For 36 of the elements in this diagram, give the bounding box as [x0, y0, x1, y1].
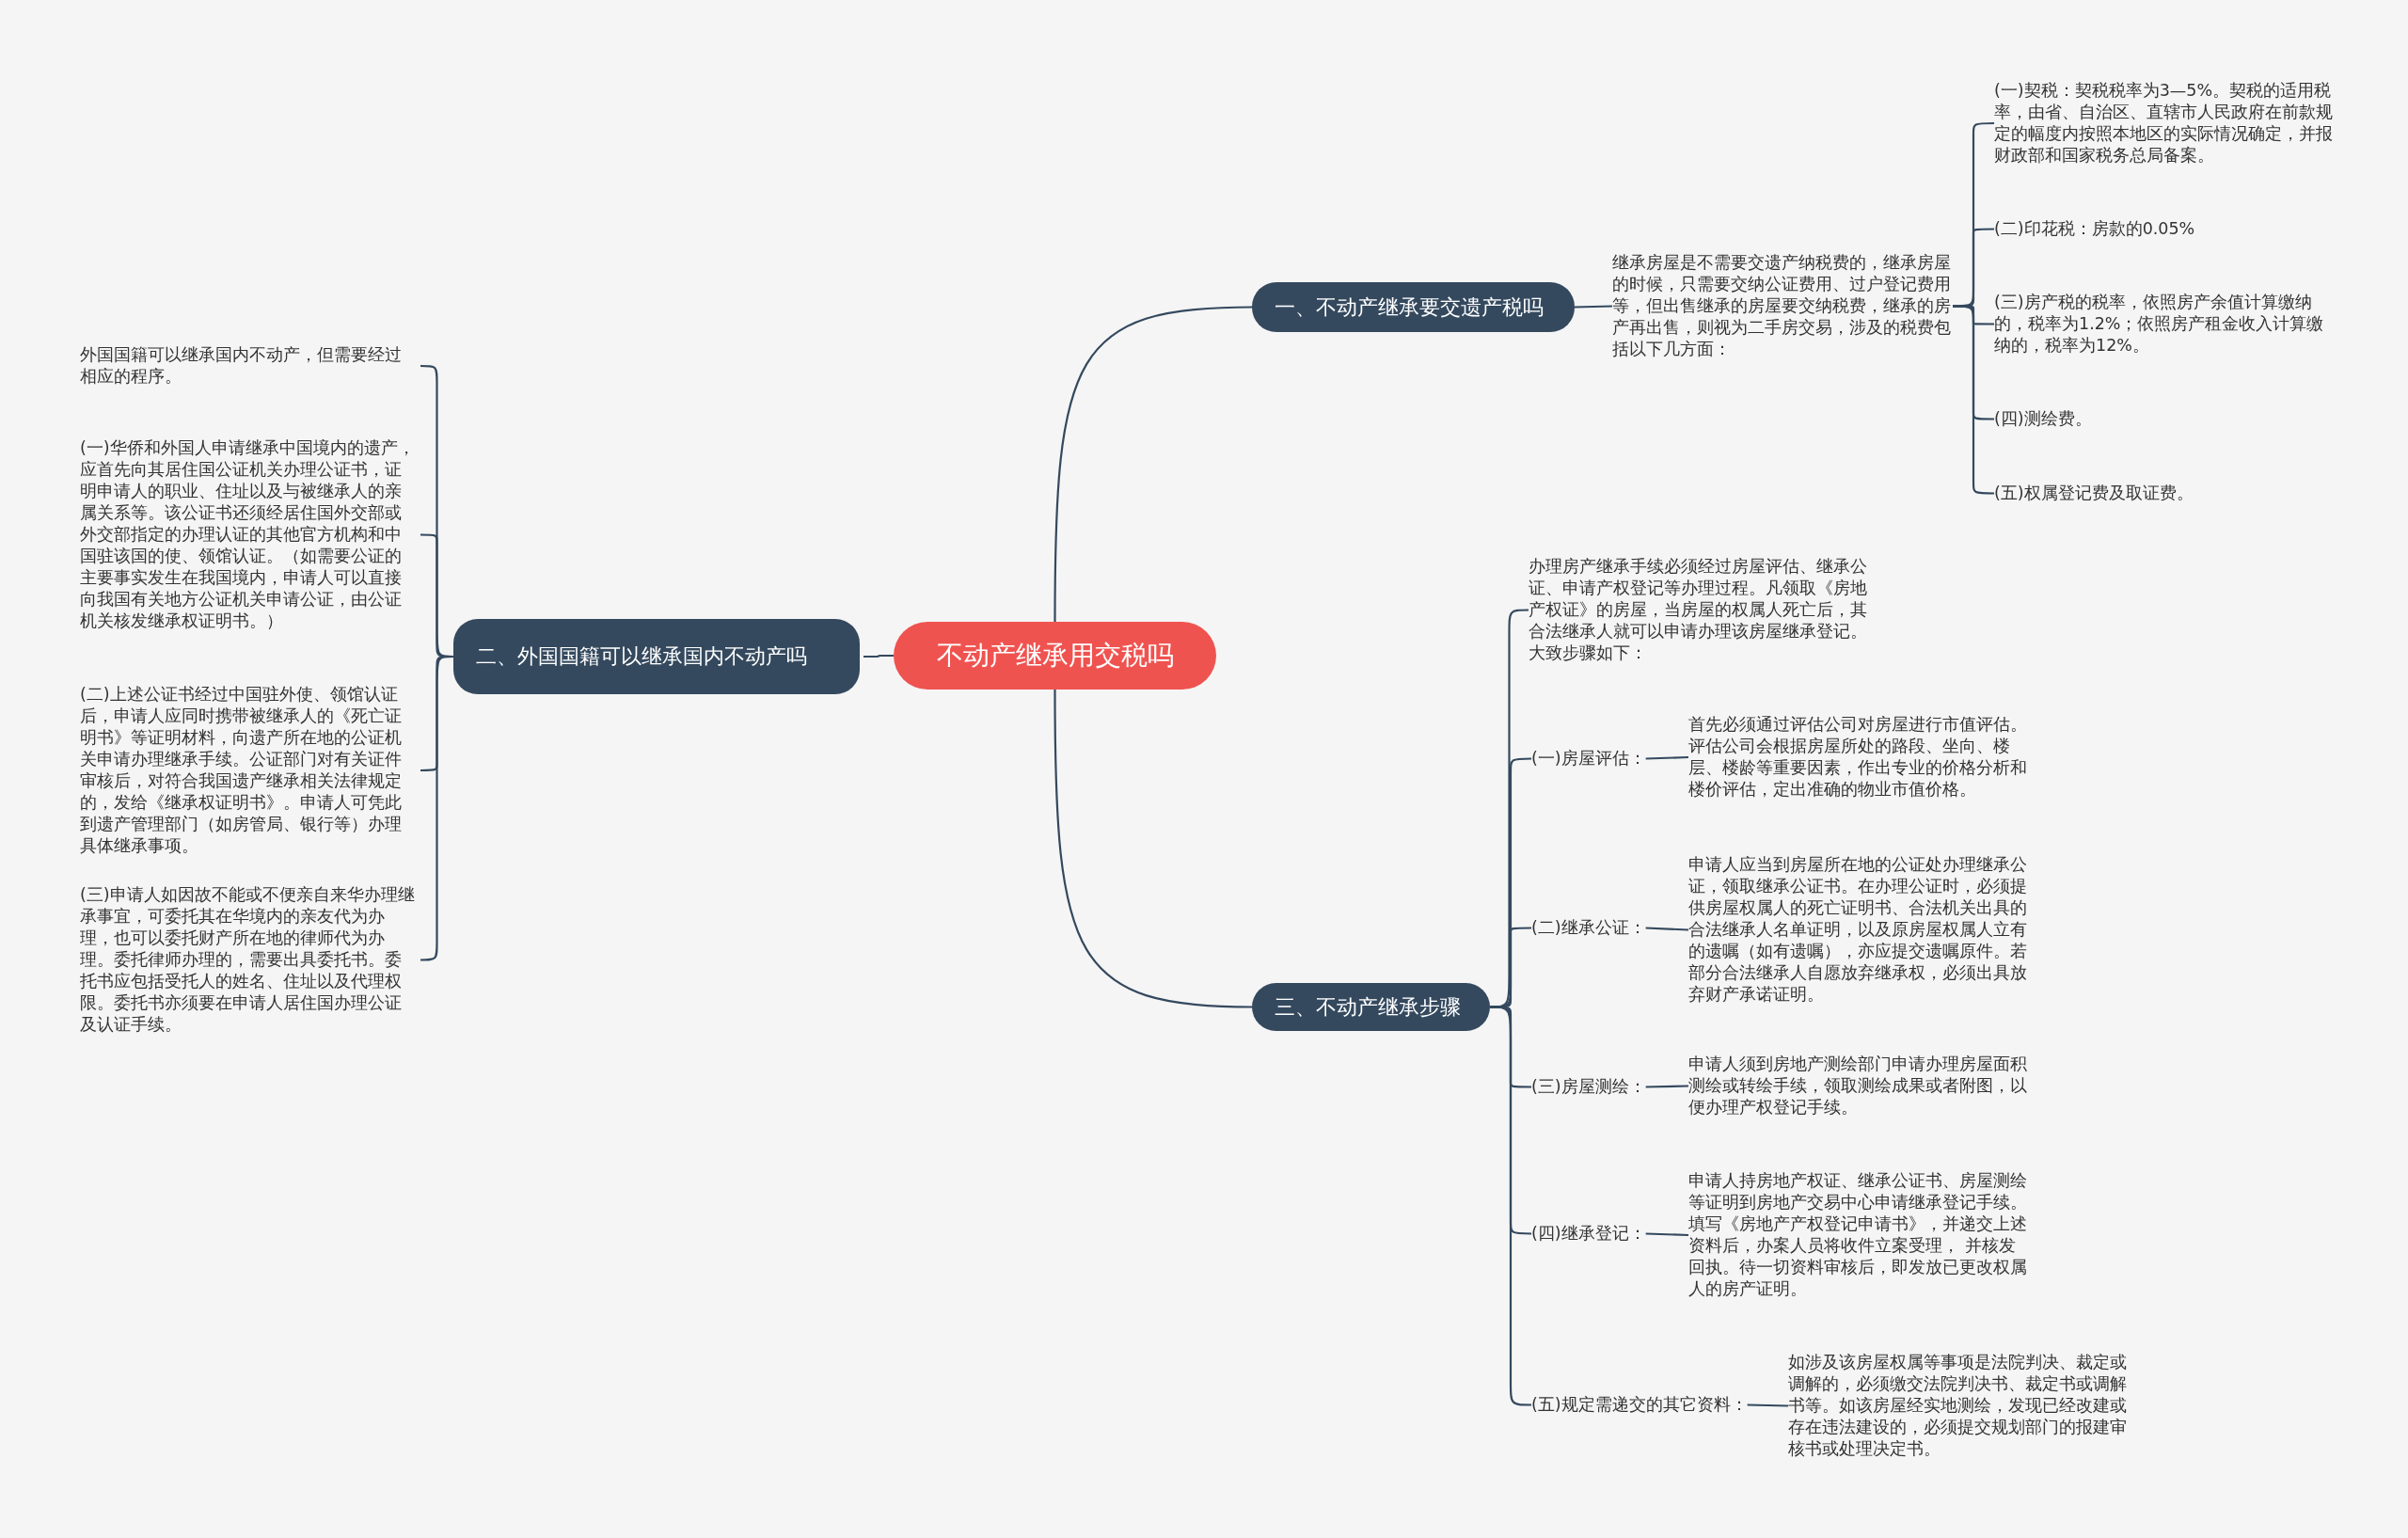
note-text: (一)华侨和外国人申请继承中国境内的遗产，应首先向其居住国公证机关办理公证书，证明申请人的职业、住址以及与被继承人的亲属关系等。该公证书还须经居住国外交部或外交部指定的办理认证的其他官方机构和中国驻该国的使、领馆认证。（如需要公证的主要事实发生在我国境内，申请人可以直接向我国有关地方公证机关申请公证，由公证机关核发继承权证明书。） — [80, 437, 417, 632]
note-text: 外国国籍可以继承国内不动产，但需要经过相应的程序。 — [80, 344, 417, 388]
note-text: (二)印花税：房款的0.05% — [1994, 218, 2337, 240]
connector-line — [1747, 1403, 1789, 1407]
step-label: (二)继承公证： — [1531, 917, 1646, 939]
note-text: (五)权属登记费及取证费。 — [1994, 483, 2337, 504]
connector-line — [1054, 306, 1253, 622]
note-text: 办理房产继承手续必须经过房屋评估、继承公证、申请产权登记等办理过程。凡领取《房地产权证》的房屋，当房屋的权属人死亡后，其合法继承人就可以申请办理该房屋继承登记。大致步骤如下： — [1529, 556, 1869, 664]
connector-line — [1645, 927, 1689, 931]
note-text: 首先必须通过评估公司对房屋进行市值评估。评估公司会根据房屋所处的路段、坐向、楼层、楼龄等重要因素，作出专业的价格分析和楼价评估，定出准确的物业市值价格。 — [1688, 714, 2027, 801]
note-text: 如涉及该房屋权属等事项是法院判决、裁定或调解的，必须缴交法院判决书、裁定书或调解书等。如该房屋经实地测绘，发现已经改建或存在违法建设的，必须提交规划部门的报建审核书或处理决定书。 — [1788, 1352, 2127, 1460]
note-text: (四)测绘费。 — [1994, 408, 2337, 430]
connector-line — [1574, 305, 1613, 309]
step-label: (五)规定需递交的其它资料： — [1531, 1394, 1748, 1416]
note-text: (三)申请人如因故不能或不便亲自来华办理继承事宜，可委托其在华境内的亲友代为办理，也可以委托财产所在地的律师代为办理。委托律师办理的，需要出具委托书。委托书应包括受托人的姓名、住址以及代理权限。委托书亦须要在申请人居住国办理公证及认证手续。 — [80, 884, 417, 1036]
connector-line — [420, 655, 453, 961]
step-label: (三)房屋测绘： — [1531, 1076, 1646, 1098]
note-text: 申请人应当到房屋所在地的公证处办理继承公证，领取继承公证书。在办理公证时，必须提供房屋权属人的死亡证明书、合法机关出具的合法继承人名单证明，以及原房屋权属人立有的遗嘱（如有遗嘱），亦应提交遗嘱原件。若部分合法继承人自愿放弃继承权，必须出具放弃财产承诺证明。 — [1688, 854, 2027, 1006]
connector-line — [1645, 755, 1689, 760]
connector-line — [863, 654, 894, 658]
note-text: (二)上述公证书经过中国驻外使、领馆认证后，申请人应同时携带被继承人的《死亡证明书》等证明材料，向遗产所在地的公证机关申请办理继承手续。公证部门对有关证件审核后，对符合我国遗产继承相关法律规定的，发给《继承权证明书》。申请人可凭此到遗产管理部门（如房管局、银行等）办理具体继承事项。 — [80, 684, 417, 857]
branch-topic: 三、不动产继承步骤 — [1252, 983, 1490, 1031]
note-text: (一)契税：契税税率为3—5%。契税的适用税率，由省、自治区、直辖市人民政府在前款规定的幅度内按照本地区的实际情况确定，并报财政部和国家税务总局备案。 — [1994, 80, 2337, 166]
connector-line — [1645, 1085, 1689, 1088]
note-text: 继承房屋是不需要交遗产纳税费的，继承房屋的时候，只需要交纳公证费用、过户登记费用等，但出售继承的房屋要交纳税费，继承的房产再出售，则视为二手房交易，涉及的税费包括以下几方面： — [1612, 252, 1953, 360]
connector-line — [1645, 1232, 1689, 1237]
connector-line — [1054, 690, 1253, 1008]
note-text: 申请人须到房地产测绘部门申请办理房屋面积测绘或转绘手续，领取测绘成果或者附图，以便办理产权登记手续。 — [1688, 1054, 2027, 1118]
step-label: (一)房屋评估： — [1531, 748, 1646, 769]
note-text: 申请人持房地产权证、继承公证书、房屋测绘等证明到房地产交易中心申请继承登记手续。填写《房地产产权登记申请书》，并递交上述资料后，办案人员将收件立案受理， 并核发回执。待一切资料审核后，即发放已更改权属人的房产证明。 — [1688, 1170, 2027, 1300]
note-text: (三)房产税的税率，依照房产余值计算缴纳的，税率为1.2%；依照房产租金收入计算缴纳的，税率为12%。 — [1994, 292, 2337, 357]
branch-topic: 二、外国国籍可以继承国内不动产吗 — [453, 619, 860, 694]
step-label: (四)继承登记： — [1531, 1223, 1646, 1245]
connector-line — [1490, 1006, 1531, 1406]
central-topic: 不动产继承用交税吗 — [894, 622, 1216, 690]
branch-topic: 一、不动产继承要交遗产税吗 — [1252, 282, 1575, 332]
